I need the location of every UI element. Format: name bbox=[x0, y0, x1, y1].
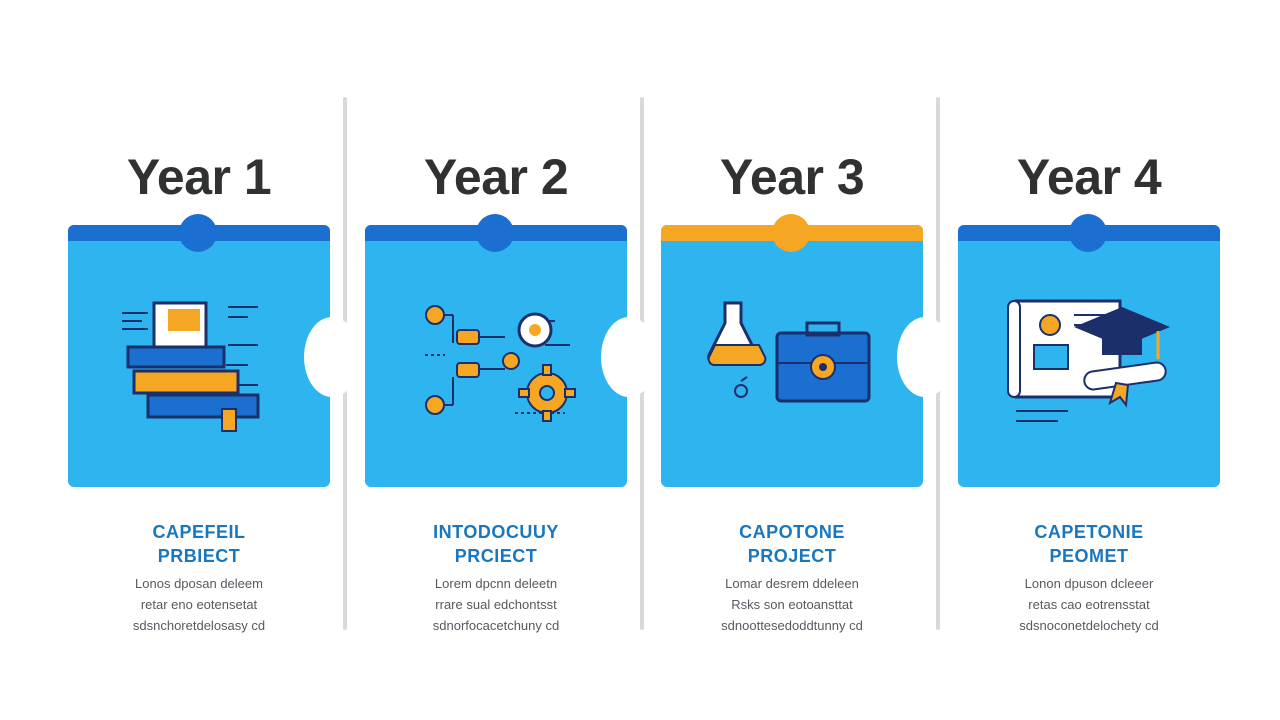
graduation-cap-icon bbox=[1007, 299, 1170, 422]
year-3-card bbox=[661, 214, 953, 487]
year-4-card bbox=[958, 214, 1220, 487]
puzzle-notch bbox=[897, 317, 953, 397]
lab-briefcase-icon bbox=[707, 301, 871, 403]
card-knob bbox=[476, 214, 514, 252]
year-4-description: Lonon dpuson dcleeer retas cao eotrensst… bbox=[1019, 576, 1159, 633]
year-4-title: Year 4 bbox=[1016, 149, 1162, 205]
year-2-card bbox=[365, 214, 657, 487]
year-3-caption: CAPOTONE PROJECT bbox=[739, 522, 845, 566]
year-2-title: Year 2 bbox=[423, 149, 569, 205]
card-knob bbox=[1069, 214, 1107, 252]
puzzle-notch bbox=[304, 317, 360, 397]
card-knob bbox=[179, 214, 217, 252]
year-3-title: Year 3 bbox=[719, 149, 865, 205]
year-1-description: Lonos dposan deleem retar eno eotensetat… bbox=[132, 576, 266, 633]
year-3-column: Year 3 CAPOTONE PROJECT Lomar desrem dde… bbox=[661, 0, 953, 720]
books-icon bbox=[122, 301, 260, 432]
year-4-caption: CAPETONIE PEOMET bbox=[1034, 522, 1144, 566]
puzzle-notch bbox=[601, 317, 657, 397]
card-knob bbox=[772, 214, 810, 252]
flowchart-gear-icon bbox=[425, 305, 576, 422]
year-1-caption: CAPEFEIL PRBIECT bbox=[152, 522, 246, 566]
year-2-caption: INTODOCUUY PRCIECT bbox=[433, 522, 559, 566]
year-1-title: Year 1 bbox=[126, 149, 272, 205]
year-2-column: Year 2 bbox=[365, 0, 657, 720]
year-2-description: Lorem dpcnn deleetn rrare sual edchontss… bbox=[432, 576, 560, 633]
year-4-column: Year 4 CAPETONIE PEOMET Lonon dpuson dcl… bbox=[958, 0, 1220, 720]
year-1-column: Year 1 CAPEFEIL PRBIECT Lonos dposan del… bbox=[68, 0, 360, 720]
year-3-description: Lomar desrem ddeleen Rsks son eotoanstta… bbox=[721, 576, 863, 633]
year-1-card bbox=[68, 214, 360, 487]
